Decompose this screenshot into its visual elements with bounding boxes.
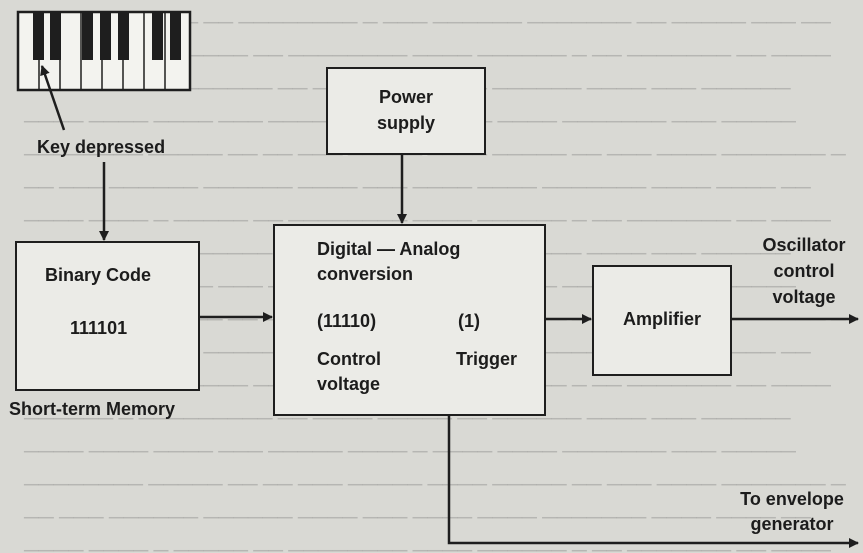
- dac-control-bits: (11110): [317, 311, 377, 331]
- amplifier-label: Amplifier: [622, 309, 701, 329]
- oscillator-line2: control: [773, 261, 835, 281]
- dac-title-line1: Digital — Analog: [317, 239, 461, 259]
- oscillator-line1: Oscillator: [762, 235, 846, 255]
- power-supply-line2: supply: [376, 113, 435, 133]
- trigger-to-envelope-arrow: [447, 416, 859, 548]
- power-supply-line1: Power: [378, 87, 434, 107]
- dac-control-line1: Control: [317, 349, 381, 369]
- oscillator-line3: voltage: [772, 287, 836, 307]
- keyboard-icon: [16, 10, 192, 92]
- power-supply-block: [326, 67, 486, 155]
- binary-code-block: [15, 241, 200, 391]
- dac-title-line2: conversion: [317, 264, 414, 284]
- key-pointer-arrow: [40, 65, 66, 131]
- short-term-memory-caption: Short-term Memory: [9, 399, 176, 419]
- binary-code-title: Binary Code: [45, 265, 152, 285]
- amplifier-block: [592, 265, 732, 376]
- dac-block: [273, 224, 546, 416]
- dac-trigger-label: Trigger: [456, 349, 518, 369]
- envelope-line2: generator: [750, 514, 834, 534]
- dac-control-line2: voltage: [317, 374, 381, 394]
- binary-code-value: 111101: [70, 318, 128, 338]
- dac-trigger-bit: (1): [458, 311, 480, 331]
- envelope-line1: To envelope: [740, 489, 844, 509]
- key-depressed-label: Key depressed: [37, 137, 166, 157]
